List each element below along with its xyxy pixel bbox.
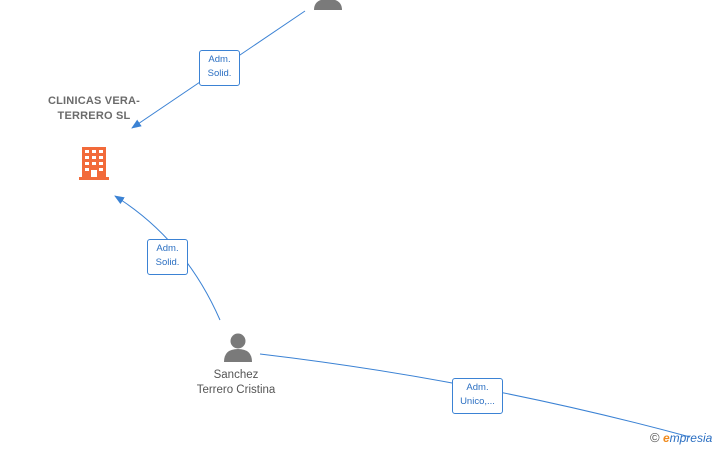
person-name[interactable]: Sanchez Terrero Cristina: [196, 369, 276, 396]
brand-logo-text: mpresia: [669, 431, 713, 445]
edge-label-bottom[interactable]: Adm. Unico,...: [452, 378, 503, 414]
edge-label-top[interactable]: Adm. Solid.: [199, 50, 240, 86]
empresia-watermark: © empresia: [650, 430, 712, 445]
person-icon[interactable]: [223, 332, 253, 362]
edge-label-line1: Adm.: [208, 54, 231, 65]
edge-label-line1: Adm.: [156, 243, 179, 254]
copyright-icon: ©: [650, 430, 660, 445]
company-name[interactable]: CLINICAS VERA- TERRERO SL: [47, 95, 141, 122]
person-icon[interactable]: [312, 0, 344, 10]
edge-label-line2: Unico,...: [460, 396, 495, 407]
edge-label-line2: Solid.: [207, 68, 232, 79]
edge-label-middle[interactable]: Adm. Solid.: [147, 239, 188, 275]
brand-logo-letter: e: [662, 431, 670, 445]
edge-label-line2: Solid.: [155, 257, 180, 268]
edge-label-line1: Adm.: [466, 382, 489, 393]
building-icon[interactable]: [79, 146, 109, 181]
